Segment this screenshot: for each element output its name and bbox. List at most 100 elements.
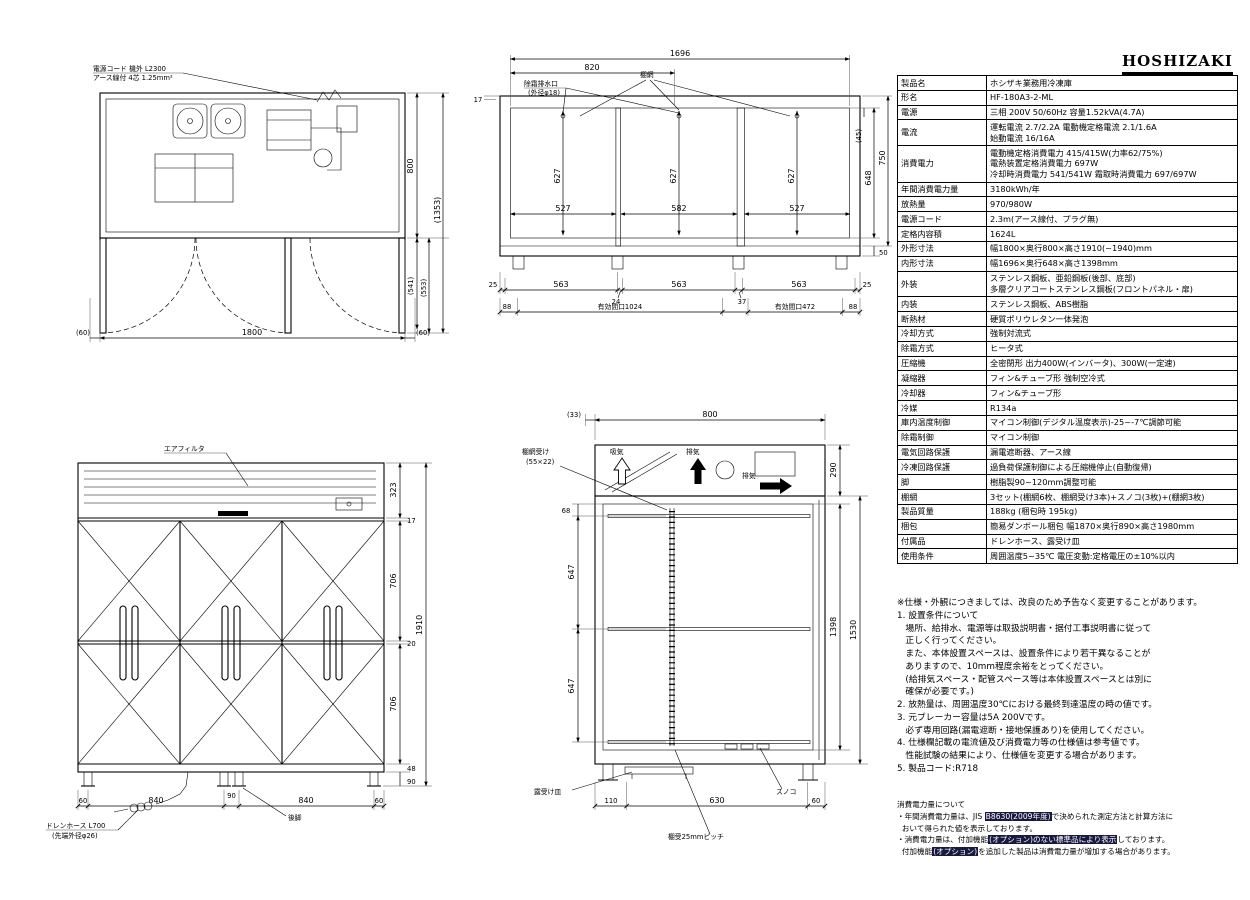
shelf-bracket-label: 棚網受け (522, 447, 549, 456)
dim-1530: 1530 (849, 620, 858, 640)
spec-label: 電流 (897, 119, 987, 147)
spec-label: 電源 (897, 104, 987, 121)
dim-88: 88 (503, 303, 512, 311)
power-notes-line3-pre: ・消費電力量は、付加機能 (897, 835, 989, 845)
dim-compartment-627: 627 (787, 168, 796, 183)
dim-opening-1024: 有効間口1024 (598, 302, 643, 311)
spec-row: 形名 HF-180A3-2-ML (897, 89, 1238, 106)
intake-label: 吸気 (610, 447, 624, 456)
dim-60: 60 (375, 797, 384, 805)
dim-37: 37 (738, 298, 747, 306)
spec-label: 放熱量 (897, 196, 987, 213)
spec-row: 庫内温度制御 マイコン制御(デジタル温度表示)-25~-7℃調節可能 (897, 414, 1238, 431)
dim-45: (45) (855, 129, 863, 143)
spec-value: 2.3m(アース線付、プラグ無) (986, 211, 1238, 228)
spec-label: 脚 (897, 474, 987, 491)
spec-value: マイコン制御(デジタル温度表示)-25~-7℃調節可能 (986, 414, 1238, 431)
note-line: 性能試験の結果により、仕様値を変更する場合があります。 (897, 751, 1142, 761)
spec-label: 定格内容積 (897, 226, 987, 242)
plan-open-doors (99, 237, 406, 334)
front-dimensions: 323 17 706 20 706 48 90 1910 60 840 90 8… (75, 462, 432, 810)
spec-row: 電流 運転電流 2.7/2.2A 電動機定格電流 2.1/1.6A 始動電流 1… (897, 119, 1238, 147)
shelf-pitch-label: 棚受25mmピッチ (668, 832, 724, 841)
door-cross-bracing (77, 520, 385, 765)
spec-row: 脚 樹脂製90~120mm調整可能 (897, 474, 1238, 491)
note-line: 3. 元ブレーカー容量は5A 200Vです。 (897, 712, 1051, 723)
section-cabinet (499, 95, 861, 270)
power-notes-line4-pre: 付加機能 (897, 847, 933, 857)
note-line: ありますので、10mm程度余裕をとってください。 (897, 661, 1109, 672)
dim-290: 290 (829, 462, 838, 477)
side-section-drawing: 吸気 排気 排気 棚網受け (55×22) 露受け皿 スノコ 棚受25mmピッチ… (522, 410, 868, 841)
louver-handle (218, 511, 248, 516)
side-machine-compartment (594, 444, 826, 497)
spec-label: 断熱材 (897, 311, 987, 327)
dim-706: 706 (389, 696, 398, 711)
note-line: ※仕様・外観につきましては、改良のため予告なく変更することがあります。 (897, 598, 1203, 608)
dim-33: (33) (567, 411, 581, 419)
spec-value: 幅1696×奥行648×高さ1398mm (986, 255, 1238, 272)
dim-clearance-left: (60) (76, 329, 90, 337)
spec-label: 電源コード (897, 211, 987, 228)
spec-label: 内装 (897, 296, 987, 313)
control-panel (335, 497, 363, 511)
power-notes-line1: ・年間消費電力量は、JIS B8630(2009年度)で決められた測定方法と計算… (897, 811, 1249, 823)
drain-port-dia-label: (外径φ18) (528, 88, 560, 97)
drain-hose-dia-label: (先端外径φ26) (52, 831, 98, 840)
dim-820: 820 (584, 63, 599, 72)
spec-label: 外形寸法 (897, 240, 987, 257)
note-line: 1. 設置条件について (897, 610, 979, 621)
plan-cabinet-top (99, 89, 406, 239)
spec-label: 凝縮器 (897, 370, 987, 387)
spec-label: 年間消費電力量 (897, 181, 987, 198)
spec-value: 漏電遮断器、アース線 (986, 444, 1238, 461)
power-notes-line3-highlight: (オプション)のない標準品により表示 (988, 835, 1118, 845)
note-line: 2. 放熱量は、周囲温度30℃における最終到達温度の時の値です。 (897, 700, 1158, 710)
dim-door-541: (541) (407, 277, 415, 296)
spec-label: 電気回路保護 (897, 444, 987, 461)
spec-row: 冷却方式 強制対流式 (897, 325, 1238, 342)
spec-value: マイコン制御 (986, 429, 1238, 446)
side-body (594, 495, 826, 781)
dim-17: 17 (407, 517, 416, 525)
spec-value: ドレンホース、露受け皿 (986, 533, 1238, 550)
dim-compartment-627: 627 (553, 168, 562, 183)
spec-row: 冷凍回路保護 過負荷保護制御による圧縮機停止(自動復帰) (897, 459, 1238, 476)
spec-value: HF-180A3-2-ML (986, 89, 1238, 106)
dim-25: 25 (489, 281, 498, 289)
side-dimensions: (33) 800 290 68 647 647 1398 1530 110 63… (562, 410, 868, 810)
power-notes-line4-post: を追加した製品は消費電力量が増加する場合があります。 (978, 847, 1175, 857)
dim-840: 840 (148, 796, 163, 805)
spec-value: R134a (986, 400, 1238, 416)
dim-60: 60 (79, 797, 88, 805)
spec-row: 内装 ステンレス鋼板、ABS樹脂 (897, 296, 1238, 313)
dim-20: 20 (407, 640, 416, 648)
air-filter-label: エアフィルタ (164, 444, 249, 487)
spec-value: 周囲温度5~35℃ 電圧変動:定格電圧の±10%以内 (986, 548, 1238, 565)
spec-label: 形名 (897, 89, 987, 106)
dim-opening-472: 有効間口472 (775, 302, 815, 311)
spec-row: 使用条件 周囲温度5~35℃ 電圧変動:定格電圧の±10%以内 (897, 548, 1238, 565)
spec-value: 全密閉形 出力400W(インバータ)、300W(一定速) (986, 355, 1238, 372)
note-line: 場所、給排水、電源等は取扱説明書・据付工事説明書に従って (897, 623, 1152, 634)
front-cabinet (77, 462, 385, 787)
brand-logo: HOSHIZAKI (1122, 52, 1233, 75)
note-line: 必ず専用回路(漏電遮断・接地保護あり)を使用してください。 (897, 725, 1150, 736)
dim-647: 647 (567, 564, 576, 579)
exhaust-arrow-icon (690, 458, 706, 484)
dim-50: 50 (879, 249, 888, 257)
note-line: また、本体設置スペースは、設置条件により若干異なることが (897, 649, 1151, 659)
spec-row: 電源コード 2.3m(アース線付、プラグ無) (897, 211, 1238, 228)
spec-row: 内形寸法 幅1696×奥行648×高さ1398mm (897, 255, 1238, 272)
exhaust-side-label: 排気 (742, 471, 756, 480)
spec-label: 棚網 (897, 489, 987, 505)
section-dimensions: 1696 820 17 627 627 627 527 582 527 (45)… (474, 49, 892, 316)
spec-row: 圧縮機 全密閉形 出力400W(インバータ)、300W(一定速) (897, 355, 1238, 372)
airflow-labels: 吸気 排気 排気 (610, 447, 792, 494)
dim-door-553: (553) (420, 279, 428, 298)
spec-label: 製品質量 (897, 503, 987, 520)
spec-value: 強制対流式 (986, 325, 1238, 342)
spec-row: 冷媒 R134a (897, 400, 1238, 416)
rear-leg-label: 後脚 (242, 787, 302, 822)
side-labels: 棚網受け (55×22) 露受け皿 スノコ 棚受25mmピッチ (522, 447, 796, 841)
